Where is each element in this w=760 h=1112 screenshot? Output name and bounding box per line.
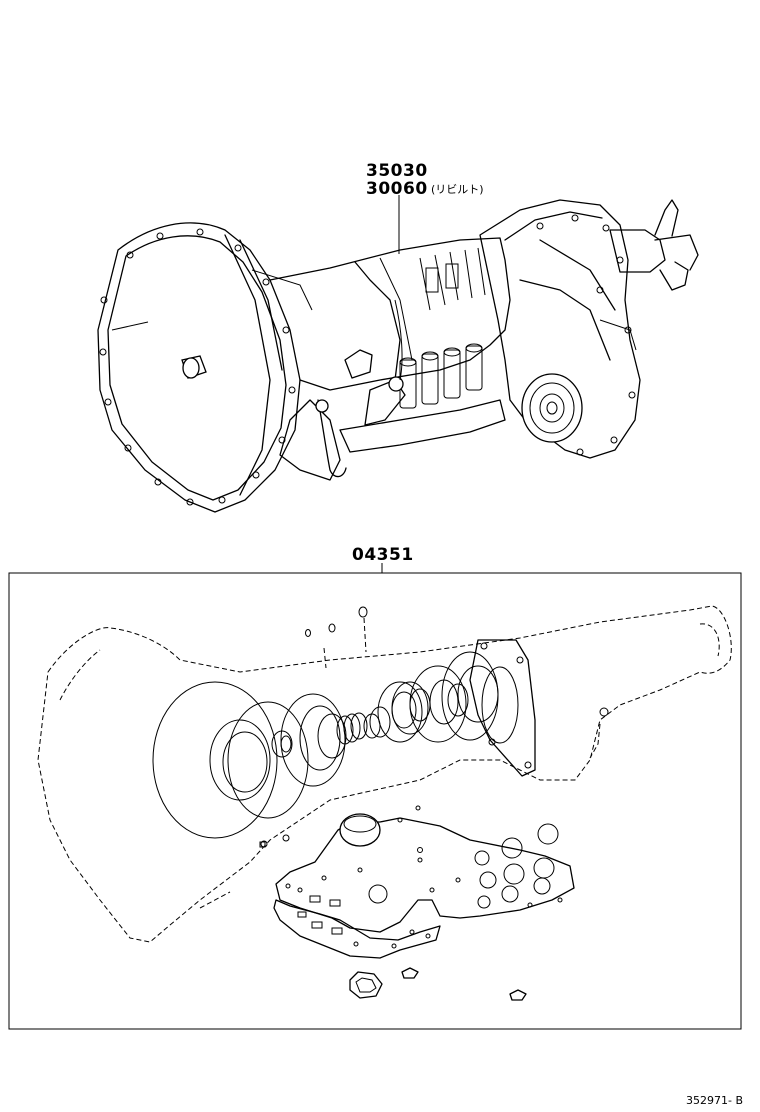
- rebuilt-note: (リビルト): [431, 183, 484, 196]
- part-number-30060[interactable]: 30060: [366, 179, 428, 199]
- drawing-code: 352971- B: [686, 1094, 744, 1107]
- transmission-assembly-illustration[interactable]: [97, 195, 699, 513]
- gasket-kit-illustration[interactable]: [37, 605, 732, 1001]
- part-number-35030[interactable]: 35030: [366, 161, 428, 181]
- gasket-kit-box: [8, 563, 742, 1030]
- part-number-04351[interactable]: 04351: [352, 545, 414, 565]
